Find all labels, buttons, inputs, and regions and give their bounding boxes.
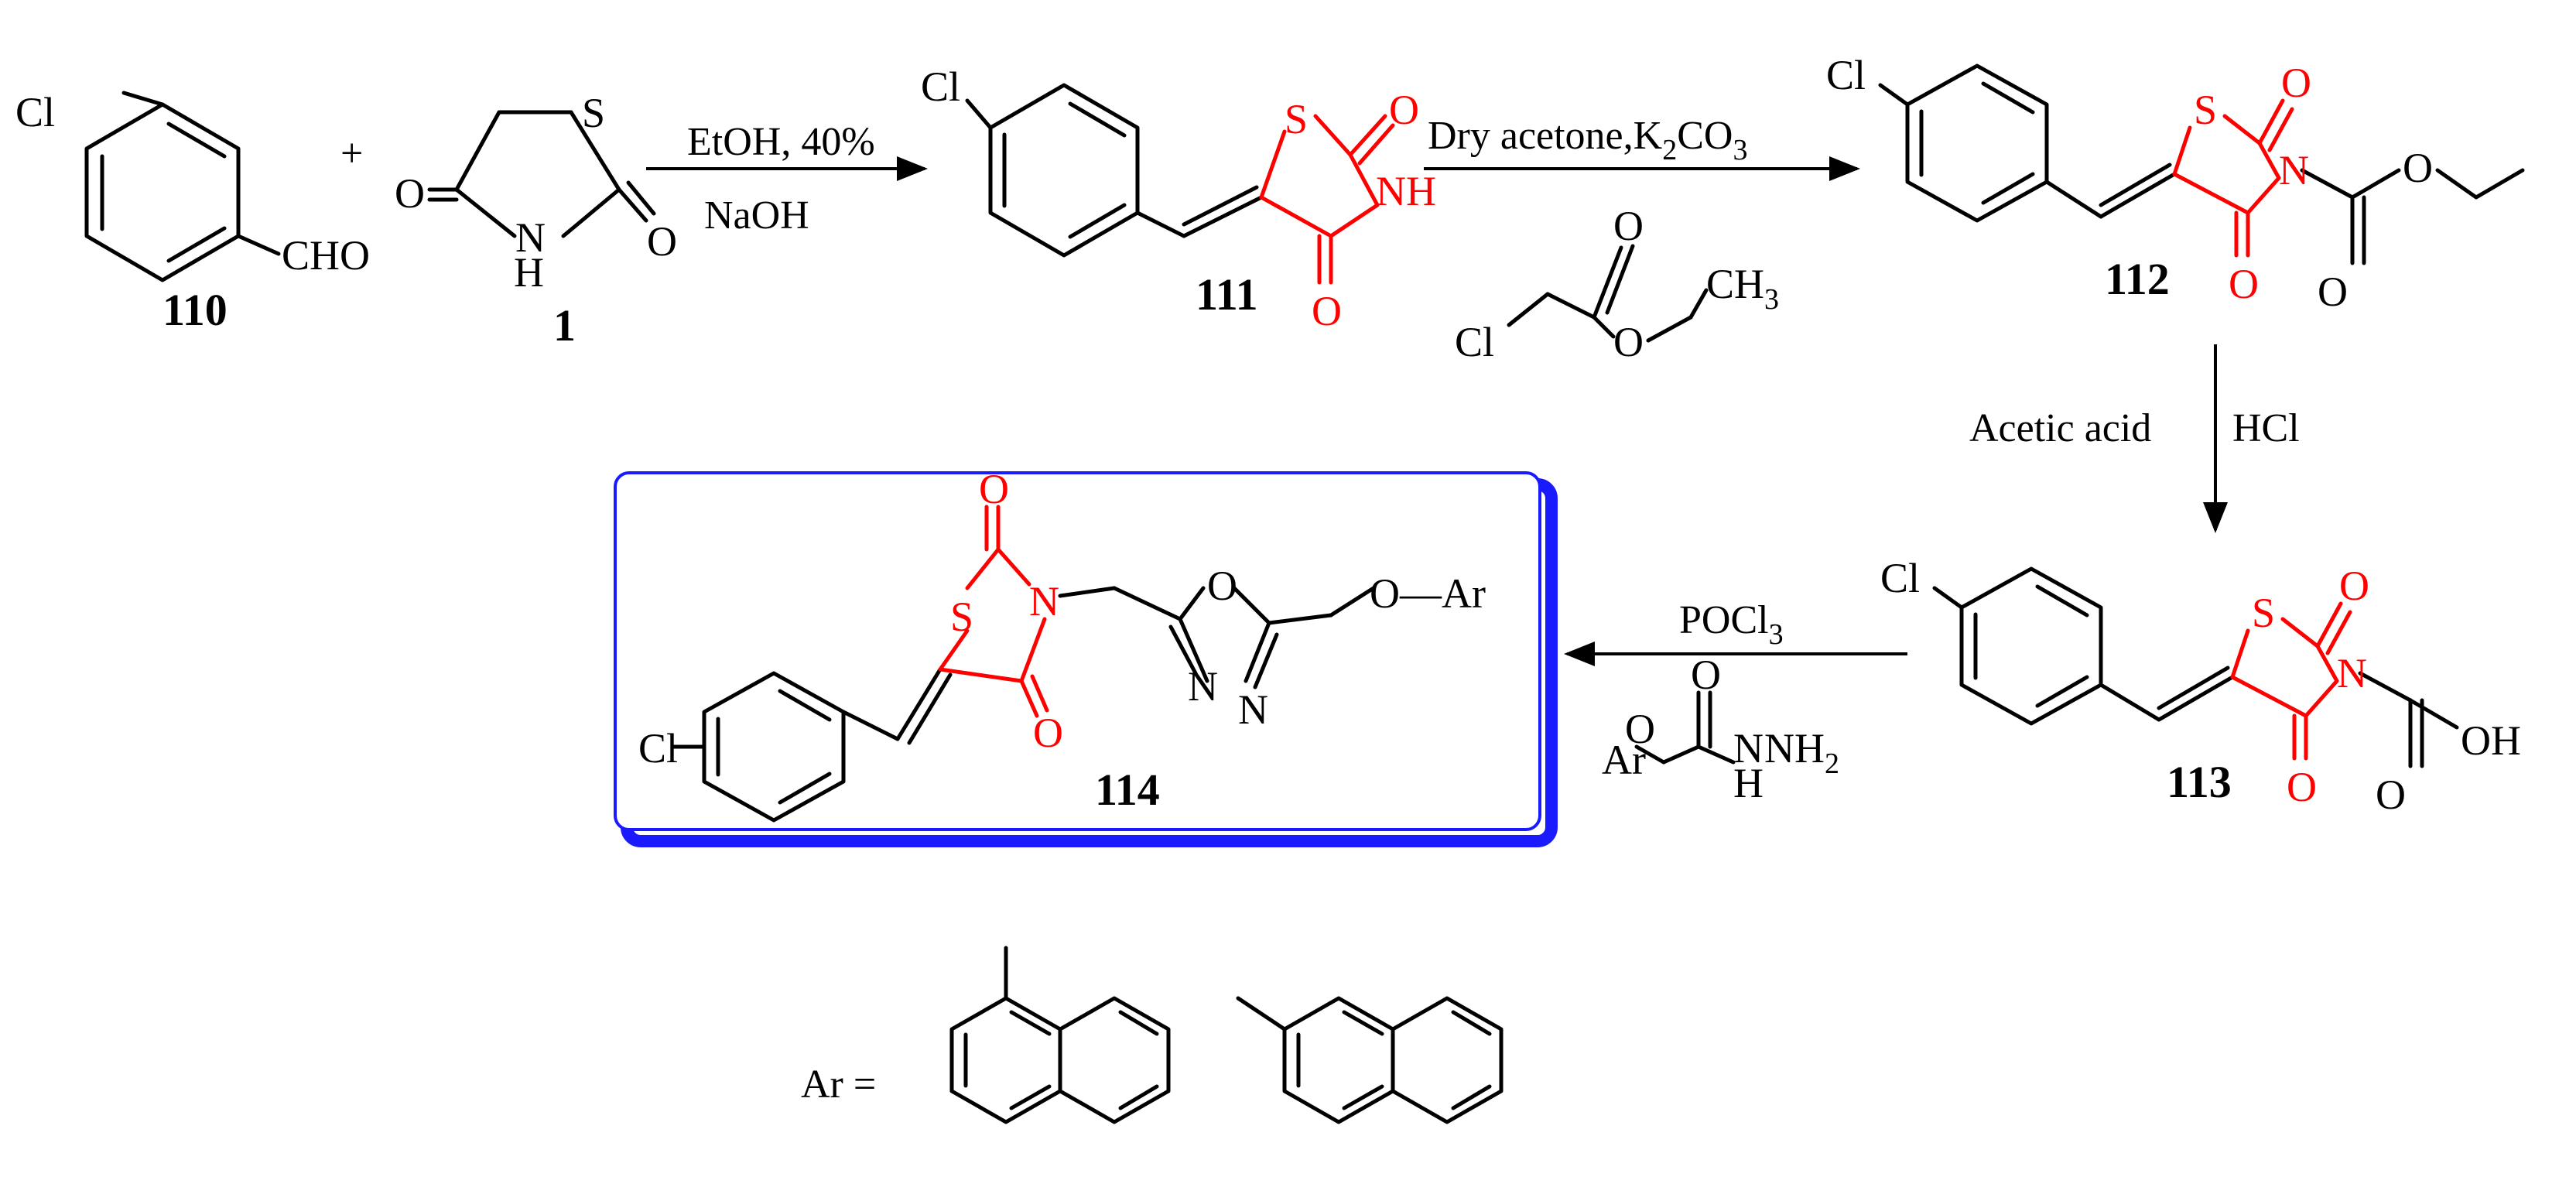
thiazolidinedione-ring: [2230, 601, 2352, 761]
step1-condition: EtOH, 40%: [687, 120, 875, 164]
nitrogen-label: N: [1733, 725, 1764, 772]
chlorine-label: Cl: [638, 725, 678, 772]
nitrogen-label: N: [1029, 578, 1059, 624]
nitrogen-label: N: [2337, 650, 2367, 696]
chlorine-label: Cl: [1455, 319, 1494, 365]
nitrogen-label: N: [1238, 686, 1268, 733]
benzene-ring: [1959, 566, 2103, 726]
oxygen-label: O: [1613, 203, 1644, 249]
reaction-arrow-3: Acetic acid HCl: [1969, 344, 2300, 533]
oxygen-label: O: [1625, 706, 1655, 752]
benzene-ring: [84, 102, 241, 282]
oxygen-label: O: [2229, 261, 2259, 307]
reaction-arrow-1: EtOH, 40% NaOH: [646, 120, 928, 238]
step1-base: NaOH: [704, 193, 809, 238]
thiazolidinedione-ring: [2172, 98, 2294, 258]
compound-label-114: 114: [1095, 765, 1160, 815]
aryloxyacetohydrazide: Ar O O N H NH2: [1602, 652, 1839, 806]
thiazolidinedione-ring: [938, 505, 1049, 718]
oxygen-label: O: [979, 466, 1009, 512]
aryl-label: Ar: [1602, 737, 1646, 783]
thiazolidinedione-ring: [1259, 114, 1395, 285]
oxygen-label: O: [2287, 764, 2317, 810]
step4-reagent: POCl3: [1679, 598, 1784, 651]
compound-114-box: [614, 471, 1558, 847]
nitrogen-label: N: [2279, 147, 2309, 193]
oxygen-label: O: [1389, 87, 1419, 133]
sulfur-label: S: [1285, 96, 1308, 142]
sulfur-label: S: [2194, 87, 2217, 133]
compound-label-110: 110: [162, 285, 227, 335]
reaction-arrow-2: Dry acetone,K2CO3 Cl O O CH3: [1424, 114, 1860, 365]
hydrogen-label: H: [514, 249, 544, 296]
oxygen-label: O: [1312, 288, 1342, 334]
oxygen-label: O: [2281, 60, 2311, 106]
2-naphthyl-structure: [1236, 996, 1504, 1124]
step2-condition: Dry acetone,K2CO3: [1428, 114, 1747, 166]
oxygen-label: O: [395, 170, 425, 217]
oxygen-label: O: [2376, 772, 2406, 818]
chlorine-label: Cl: [15, 89, 55, 135]
sulfur-label: S: [2252, 590, 2275, 636]
oxygen-label: O: [2403, 145, 2433, 191]
compound-1: S O O N H 1: [395, 90, 677, 351]
sulfur-label: S: [582, 90, 605, 136]
step3-acid: HCl: [2232, 406, 2300, 450]
reaction-arrow-4: POCl3 Ar O O N H NH2: [1564, 598, 1907, 806]
hydrogen-label: H: [1733, 760, 1764, 806]
aryloxy-label: O—Ar: [1370, 570, 1486, 617]
benzene-ring: [988, 83, 1140, 258]
benzene-ring: [1905, 63, 2049, 223]
chlorine-label: Cl: [1880, 555, 1920, 601]
compound-114: Cl S N O O O N N O—Ar 114: [638, 466, 1486, 823]
oxygen-label: O: [2318, 269, 2348, 315]
oxygen-label: O: [1033, 710, 1063, 756]
nitrogen-label: N: [1188, 663, 1218, 710]
compound-112: Cl S N O O O O 112: [1826, 52, 2525, 315]
chlorine-label: Cl: [1826, 52, 1866, 98]
oxygen-label: O: [2339, 563, 2369, 609]
plus-sign: +: [340, 132, 363, 176]
ethyl-chloroacetate: Cl O O CH3: [1455, 203, 1779, 365]
amine-label: NH2: [1764, 725, 1839, 780]
compound-110: Cl CHO 110: [15, 89, 370, 335]
oxygen-label: O: [647, 218, 677, 265]
compound-label-112: 112: [2105, 254, 2170, 304]
step3-solvent: Acetic acid: [1969, 406, 2151, 450]
amide-nh-label: NH: [1376, 168, 1436, 214]
compound-label-113: 113: [2167, 757, 2232, 807]
hydroxyl-label: OH: [2461, 717, 2521, 764]
nitrogen-label: N: [515, 214, 546, 261]
oxygen-label: O: [1207, 563, 1237, 609]
1-naphthyl-structure: [949, 946, 1171, 1124]
aldehyde-label: CHO: [282, 232, 370, 279]
compound-label-1: 1: [553, 300, 576, 351]
compound-111: Cl S NH O O 111: [921, 63, 1436, 334]
oxygen-label: O: [1691, 652, 1721, 698]
ar-equals-label: Ar =: [801, 1062, 876, 1107]
chlorine-label: Cl: [921, 63, 960, 110]
methyl-label: CH3: [1706, 261, 1779, 316]
compound-113: Cl S N O O O OH 113: [1880, 555, 2521, 818]
compound-label-111: 111: [1196, 269, 1258, 320]
oxygen-label: O: [1613, 319, 1644, 365]
sulfur-label: S: [950, 594, 973, 640]
aryl-definition: Ar =: [801, 946, 1504, 1124]
oxadiazole-ring: [1168, 586, 1279, 689]
